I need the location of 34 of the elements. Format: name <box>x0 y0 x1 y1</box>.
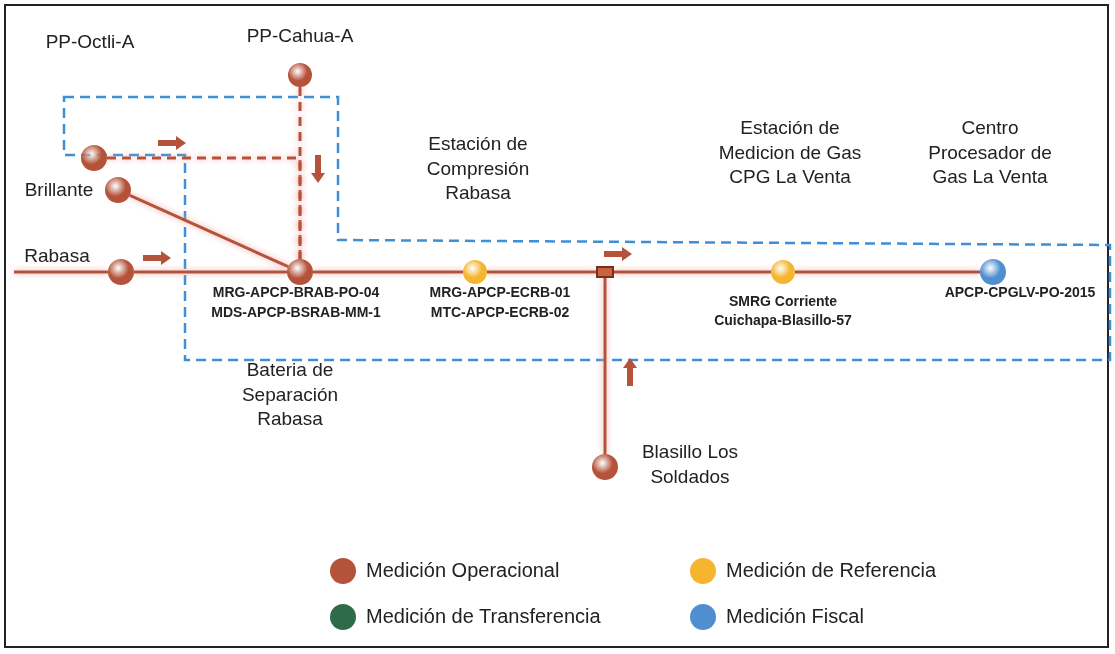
pipeline <box>129 193 289 269</box>
station-label: Brillante <box>23 178 95 202</box>
meter-tag: APCP-CPGLV-PO-2015 <box>925 284 1115 300</box>
measurement-point <box>287 259 313 285</box>
legend-label: Medición de Transferencia <box>366 605 601 628</box>
measurement-point <box>288 63 312 87</box>
pipeline <box>134 270 287 274</box>
station-label: PP-Octli-A <box>44 30 136 54</box>
measurement-point <box>108 259 134 285</box>
station-label: Blasillo Los Soldados <box>640 440 740 489</box>
station-label: Estación de Compresión Rabasa <box>425 132 531 206</box>
legend-label: Medición Operacional <box>366 559 560 582</box>
measurement-point <box>592 454 618 480</box>
pipeline <box>795 270 980 274</box>
pipeline <box>487 270 596 274</box>
station-label: Centro Procesador de Gas La Venta <box>927 116 1053 190</box>
measurement-point <box>81 145 107 171</box>
station-label: PP-Cahua-A <box>245 24 355 48</box>
pipeline <box>14 270 108 274</box>
measurement-point <box>980 259 1006 285</box>
measurement-point <box>463 260 487 284</box>
pipeline <box>298 87 302 259</box>
station-label: SMRG Corriente Cuichapa-Blasillo-57 <box>713 292 853 330</box>
measurement-point <box>105 177 131 203</box>
pipeline <box>603 278 607 454</box>
legend-label: Medición Fiscal <box>726 605 864 628</box>
station-label: Bateria de Separación Rabasa <box>240 358 340 432</box>
pipeline <box>313 270 463 274</box>
pipeline <box>614 270 771 274</box>
station-label: Rabasa <box>23 244 91 268</box>
legend-label: Medición de Referencia <box>726 559 937 582</box>
station-label: Estación de Medicion de Gas CPG La Venta <box>717 116 863 190</box>
measurement-point <box>771 260 795 284</box>
junction-block <box>596 266 614 278</box>
